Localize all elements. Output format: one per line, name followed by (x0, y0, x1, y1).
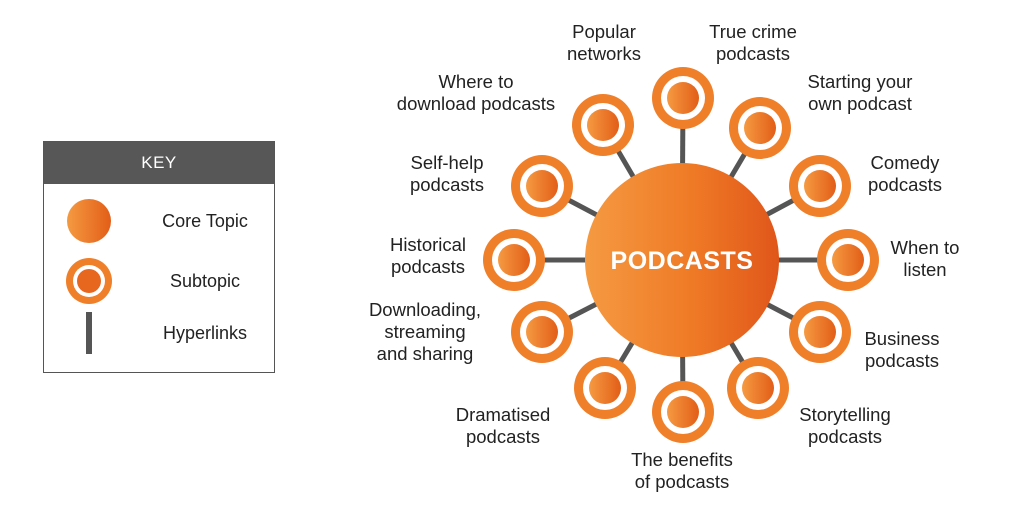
subtopic-label-line: Self-help (410, 152, 483, 173)
subtopic-label-line: networks (567, 43, 641, 64)
subtopic-node[interactable] (574, 357, 636, 419)
subtopic-ring-center (804, 316, 836, 348)
subtopic-label-line: podcasts (410, 174, 484, 195)
subtopic-label-line: listen (903, 259, 946, 280)
subtopic-label-line: Comedy (871, 152, 941, 173)
subtopic-label-line: podcasts (808, 426, 882, 447)
subtopic-label-line: of podcasts (635, 471, 730, 492)
subtopic-ring-icon (66, 258, 112, 304)
subtopic-node[interactable] (652, 381, 714, 443)
subtopic-label-line: Storytelling (799, 404, 891, 425)
subtopic-ring-center (498, 244, 530, 276)
subtopic-label-line: and sharing (377, 343, 474, 364)
subtopic-label-line: The benefits (631, 449, 733, 470)
subtopic-ring-center (526, 316, 558, 348)
key-item-subtopic: Subtopic (44, 256, 274, 306)
hyperlink-line-icon (86, 312, 92, 354)
subtopic-node[interactable] (511, 301, 573, 363)
subtopic-label-line: True crime (709, 21, 797, 42)
subtopic-node[interactable] (729, 97, 791, 159)
key-item-hyperlinks: Hyperlinks (44, 308, 274, 358)
subtopic-label-line: Business (864, 328, 939, 349)
subtopic-label-line: Downloading, (369, 299, 481, 320)
key-label-subtopic: Subtopic (169, 270, 241, 291)
key-title: KEY (44, 142, 274, 184)
key-legend: KEY Core Topic Subtopic Hyperlinks (43, 141, 275, 373)
subtopic-node[interactable] (511, 155, 573, 217)
core-topic-circle-icon (67, 199, 111, 243)
subtopic-ring-center (667, 82, 699, 114)
subtopic-node[interactable] (572, 94, 634, 156)
subtopic-label-line: podcasts (865, 350, 939, 371)
subtopic-ring-center (744, 112, 776, 144)
subtopic-label-line: Where to (438, 71, 513, 92)
subtopic-node[interactable] (789, 155, 851, 217)
subtopic-node[interactable] (652, 67, 714, 129)
subtopic-ring-center (832, 244, 864, 276)
subtopic-label-line: podcasts (868, 174, 942, 195)
subtopic-node[interactable] (483, 229, 545, 291)
subtopic-node[interactable] (817, 229, 879, 291)
subtopic-ring-center (526, 170, 558, 202)
subtopic-ring-center (804, 170, 836, 202)
subtopic-node[interactable] (789, 301, 851, 363)
subtopic-label-line: Popular (572, 21, 636, 42)
core-topic-label: PODCASTS (611, 247, 754, 275)
subtopic-label-line: streaming (384, 321, 465, 342)
subtopic-label-line: Historical (390, 234, 466, 255)
core-topic-circle[interactable] (585, 163, 779, 357)
key-item-core-topic: Core Topic (44, 196, 274, 246)
key-label-hyperlinks: Hyperlinks (162, 322, 248, 343)
subtopic-label-line: Dramatised (456, 404, 551, 425)
subtopic-label-line: Starting your (808, 71, 913, 92)
subtopic-ring-center (742, 372, 774, 404)
subtopic-label-line: When to (891, 237, 960, 258)
subtopic-label-line: podcasts (391, 256, 465, 277)
key-label-core-topic: Core Topic (162, 210, 248, 231)
subtopic-nodes-layer (483, 67, 879, 443)
subtopic-label-line: podcasts (716, 43, 790, 64)
subtopic-label-line: download podcasts (397, 93, 555, 114)
subtopic-node[interactable] (727, 357, 789, 419)
subtopic-ring-center (667, 396, 699, 428)
subtopic-ring-center (587, 109, 619, 141)
subtopic-ring-center (589, 372, 621, 404)
subtopic-label-line: podcasts (466, 426, 540, 447)
core-topic[interactable]: PODCASTS (585, 163, 779, 357)
subtopic-label-line: own podcast (808, 93, 912, 114)
